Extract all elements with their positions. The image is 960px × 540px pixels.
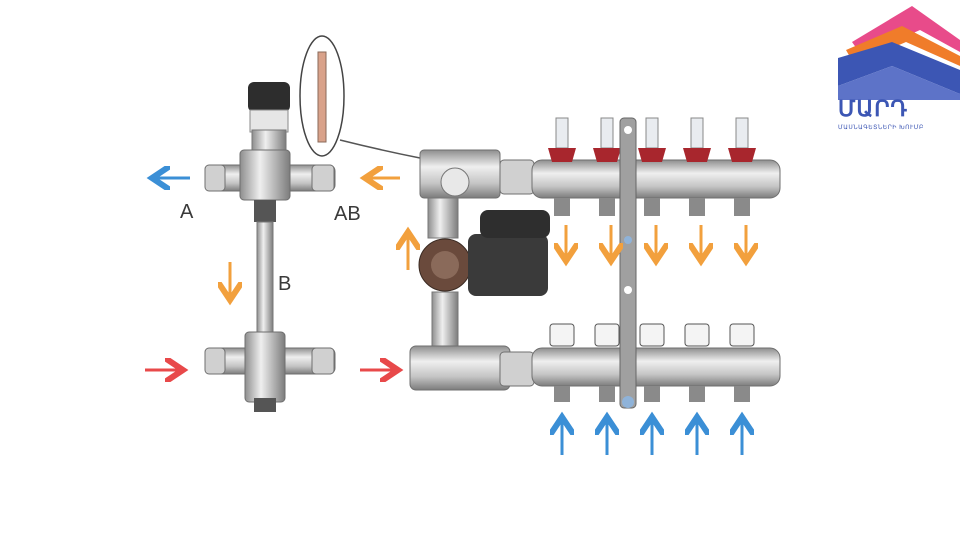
flow-meter (638, 117, 666, 216)
temperature-sensor (299, 35, 421, 159)
circulation-pump (409, 149, 550, 391)
flow-meter (593, 117, 621, 216)
label-ab: AB (334, 203, 361, 225)
logo-mark-icon (838, 6, 960, 100)
flow-meter (728, 117, 756, 216)
logo-subtitle: ՄԱՍՆԱԳԵՏՆԵՐԻ ԽՈՒՄԲ (838, 125, 924, 131)
brand-logo: ՄԱՐԴ ՄԱՍՆԱԳԵՏՆԵՐԻ ԽՈՒՄԲ (832, 0, 960, 150)
mounting-bracket (619, 117, 637, 409)
label-a: A (180, 201, 194, 223)
supply-manifold (531, 117, 781, 216)
logo-title: ՄԱՐԴ (838, 96, 909, 121)
flow-arrows (145, 178, 746, 455)
mixing-valve (204, 82, 336, 412)
label-b: B (278, 273, 291, 295)
flow-meter (683, 117, 711, 216)
flow-meter (548, 117, 576, 216)
return-manifold (531, 323, 781, 402)
